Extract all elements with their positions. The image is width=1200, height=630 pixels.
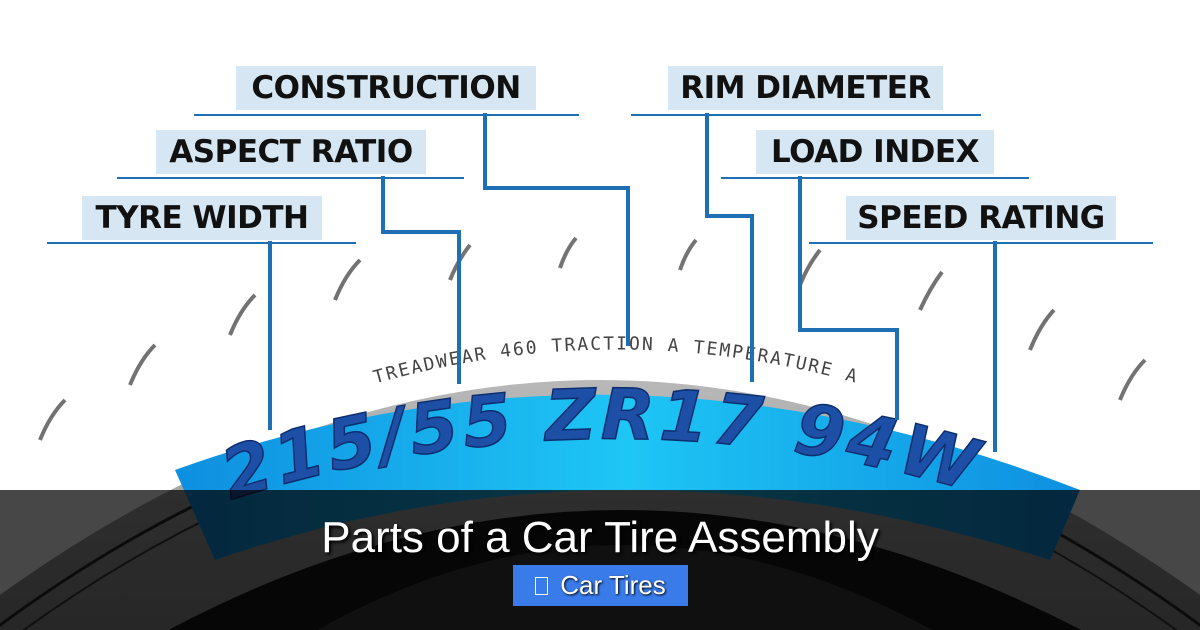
category-tag-label: Car Tires — [560, 570, 666, 600]
label-aspect-ratio: ASPECT RATIO — [156, 130, 426, 174]
label-load-index: LOAD INDEX — [756, 130, 994, 174]
label-tyre-width: TYRE WIDTH — [82, 196, 322, 240]
label-construction: CONSTRUCTION — [236, 66, 536, 110]
category-tag-button[interactable]: Car Tires — [513, 565, 688, 606]
tag-icon — [535, 577, 549, 595]
label-rim-diameter: RIM DIAMETER — [668, 66, 943, 110]
page-title: Parts of a Car Tire Assembly — [321, 513, 879, 562]
label-speed-rating: SPEED RATING — [846, 196, 1116, 240]
caption-overlay — [0, 490, 1200, 630]
